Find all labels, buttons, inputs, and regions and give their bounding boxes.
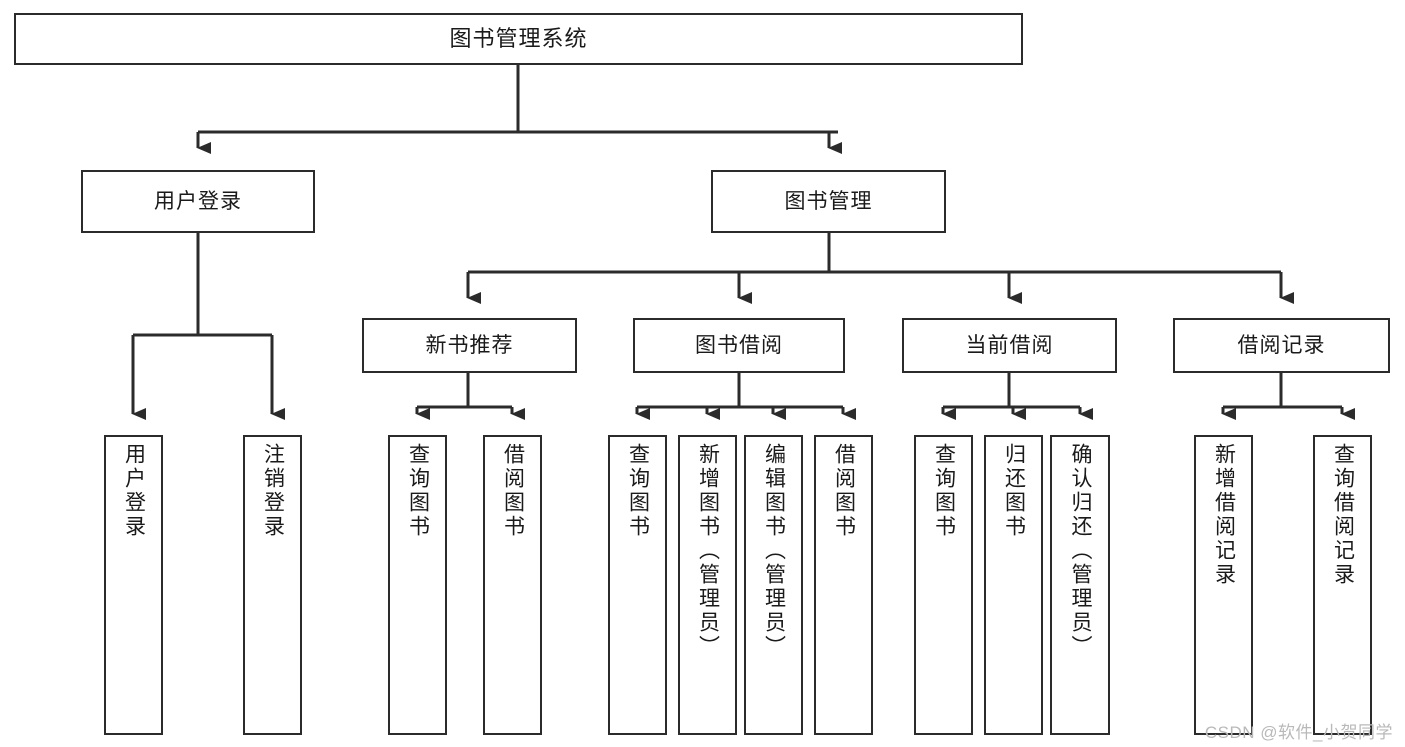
leaf-user-login[interactable]: 用户登录 [104, 435, 163, 735]
leaf-borrow-books-newbook[interactable]: 借阅图书 [483, 435, 542, 735]
leaf-add-book-admin[interactable]: 新增图书（管理员） [678, 435, 737, 735]
watermark-text: CSDN @软件_小贺同学 [1204, 723, 1393, 742]
node-label: 编辑图书（管理员） [762, 443, 786, 659]
node-label: 查询图书 [932, 443, 956, 539]
leaf-borrow-books[interactable]: 借阅图书 [814, 435, 873, 735]
node-label: 当前借阅 [965, 333, 1054, 357]
node-label: 新增借阅记录 [1212, 443, 1236, 587]
node-label: 确认归还（管理员） [1069, 443, 1093, 659]
leaf-add-borrow-record[interactable]: 新增借阅记录 [1194, 435, 1253, 735]
node-root-book-management-system[interactable]: 图书管理系统 [14, 13, 1023, 65]
node-current-borrow[interactable]: 当前借阅 [902, 318, 1117, 373]
node-label: 注销登录 [261, 443, 285, 539]
node-new-book-recommendation[interactable]: 新书推荐 [362, 318, 577, 373]
node-label: 借阅记录 [1237, 333, 1326, 357]
node-borrow-record[interactable]: 借阅记录 [1173, 318, 1390, 373]
leaf-edit-book-admin[interactable]: 编辑图书（管理员） [744, 435, 803, 735]
node-label: 查询借阅记录 [1331, 443, 1355, 587]
leaf-logout[interactable]: 注销登录 [243, 435, 302, 735]
node-label: 图书管理系统 [449, 25, 588, 51]
leaf-confirm-return-admin[interactable]: 确认归还（管理员） [1050, 435, 1110, 735]
leaf-query-books-borrow[interactable]: 查询图书 [608, 435, 667, 735]
node-label: 图书借阅 [695, 333, 783, 357]
node-label: 图书管理 [784, 189, 873, 213]
node-book-borrow[interactable]: 图书借阅 [633, 318, 845, 373]
node-label: 借阅图书 [832, 443, 856, 539]
node-label: 用户登录 [154, 189, 242, 213]
node-label: 新增图书（管理员） [696, 443, 720, 659]
node-book-management[interactable]: 图书管理 [711, 170, 946, 233]
node-label: 用户登录 [122, 443, 146, 539]
node-label: 归还图书 [1002, 443, 1026, 539]
node-label: 查询图书 [406, 443, 430, 539]
leaf-query-borrow-record[interactable]: 查询借阅记录 [1313, 435, 1372, 735]
leaf-query-books-current[interactable]: 查询图书 [914, 435, 973, 735]
node-user-login[interactable]: 用户登录 [81, 170, 315, 233]
leaf-return-books[interactable]: 归还图书 [984, 435, 1043, 735]
node-label: 借阅图书 [501, 443, 525, 539]
node-label: 查询图书 [626, 443, 650, 539]
leaf-query-books-newbook[interactable]: 查询图书 [388, 435, 447, 735]
node-label: 新书推荐 [425, 333, 514, 357]
